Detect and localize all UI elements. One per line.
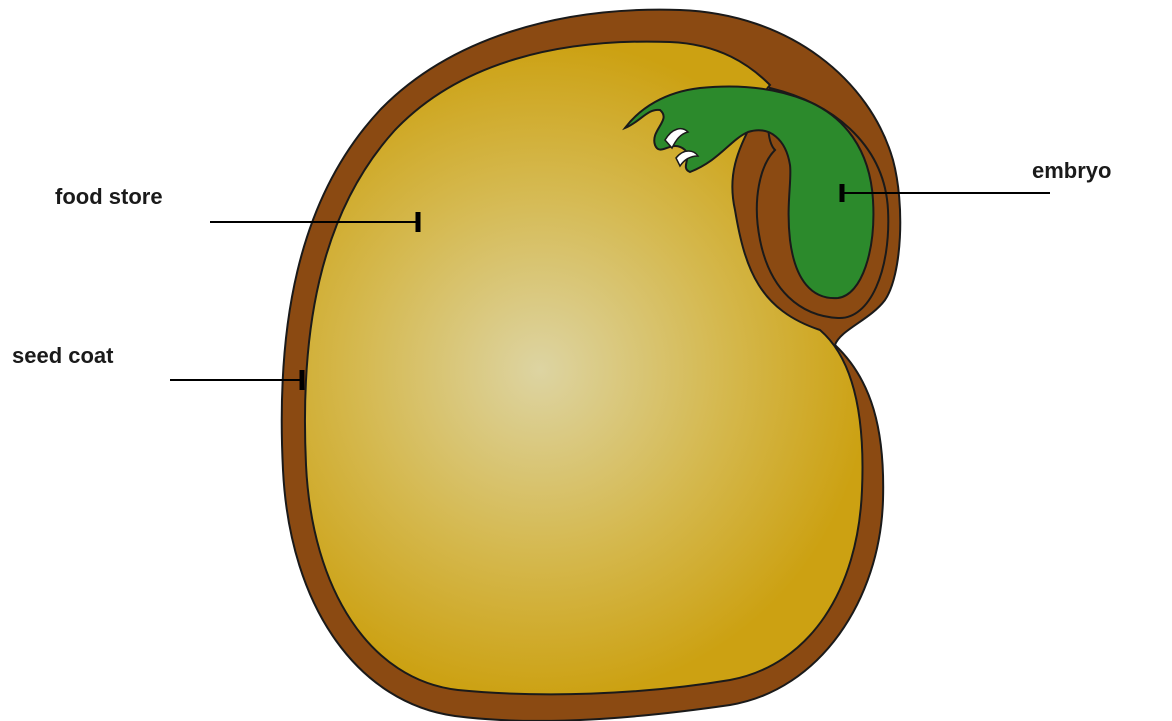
seed-coat-label: seed coat xyxy=(12,343,114,369)
embryo-label: embryo xyxy=(1032,158,1111,184)
food-store-label: food store xyxy=(55,184,163,210)
